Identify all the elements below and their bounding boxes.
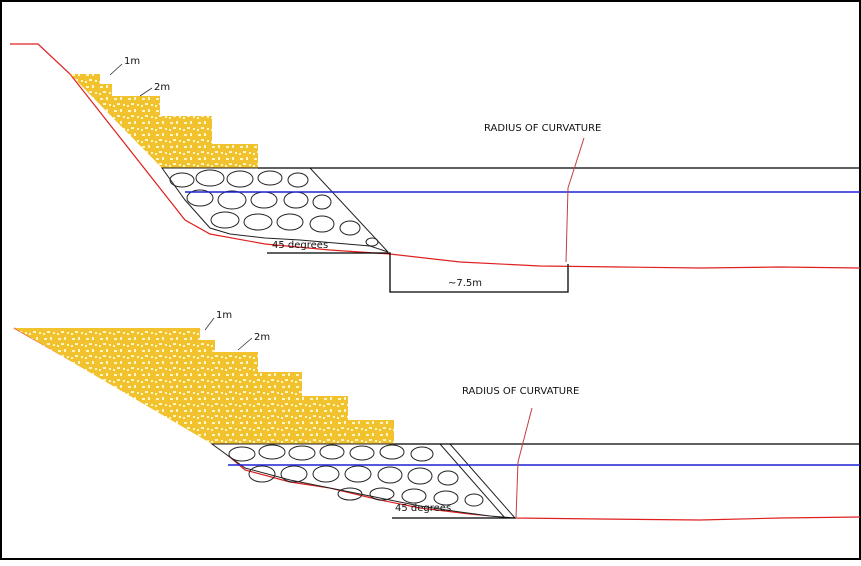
bottom-angle-label: 45 degrees xyxy=(395,503,451,514)
top-step-label-1: 1m xyxy=(124,56,140,67)
top-trench-outline xyxy=(267,252,569,293)
bottom-cross-section: 1m 2m RADIUS OF CURVATURE 45 degrees xyxy=(13,310,861,521)
bottom-step-leader-2 xyxy=(237,337,253,351)
bottom-step-label-2: 2m xyxy=(254,332,270,343)
top-width-label: ~7.5m xyxy=(448,278,482,289)
bottom-step-leader-1 xyxy=(204,317,215,331)
top-terrace-fill xyxy=(70,74,258,168)
top-step-leader-1 xyxy=(109,63,123,76)
top-cross-section: 1m 2m RADIUS OF CURVATURE 45 degrees ~7.… xyxy=(10,43,861,293)
bottom-curvature-label: RADIUS OF CURVATURE xyxy=(462,386,579,397)
top-rock-revetment xyxy=(161,167,389,253)
top-step-leader-2 xyxy=(139,87,153,97)
bottom-terrace-fill xyxy=(14,328,394,444)
top-step-label-2: 2m xyxy=(154,82,170,93)
bottom-rock-revetment xyxy=(210,443,517,519)
top-angle-label: 45 degrees xyxy=(272,240,328,251)
top-curvature-label: RADIUS OF CURVATURE xyxy=(484,123,601,134)
bottom-curvature-leader xyxy=(515,407,533,519)
top-ground-line xyxy=(10,43,861,269)
bottom-ground-line xyxy=(13,327,861,521)
top-curvature-leader xyxy=(565,137,585,263)
bottom-step-label-1: 1m xyxy=(216,310,232,321)
